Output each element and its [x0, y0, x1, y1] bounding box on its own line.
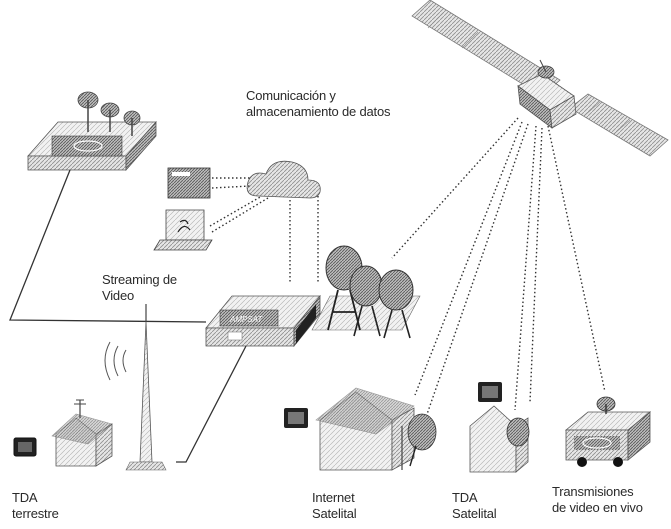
antenna-tower-icon — [104, 304, 167, 471]
label-internet-satelital: Internet Satelital — [312, 490, 357, 521]
label-streaming: Streaming de Video — [102, 272, 177, 303]
label-tda-terrestre: TDA terrestre — [12, 490, 59, 521]
wired-links — [9, 169, 247, 463]
svg-text:AMPSAT: AMPSAT — [229, 315, 263, 324]
ground-antenna-array — [311, 245, 421, 339]
label-transmisiones: Transmisiones de video en vivo — [552, 484, 643, 515]
cloud-icon — [246, 160, 321, 199]
server-monitor-icon — [167, 167, 211, 199]
laptop-icon — [153, 209, 213, 251]
broadcast-van-icon — [564, 396, 652, 467]
data-links — [209, 177, 319, 282]
central-station: AMPSAT — [205, 294, 321, 348]
house-internet-icon — [284, 387, 437, 471]
house-satellite-tv-icon — [469, 382, 530, 473]
house-terrestrial-icon — [13, 399, 113, 467]
label-data-comm: Comunicación y almacenamiento de datos — [246, 88, 391, 119]
remote-studio-station — [27, 91, 157, 172]
satellite-icon — [411, 0, 669, 157]
satellite-links — [391, 117, 606, 421]
label-tda-satelital: TDA Satelital — [452, 490, 497, 521]
